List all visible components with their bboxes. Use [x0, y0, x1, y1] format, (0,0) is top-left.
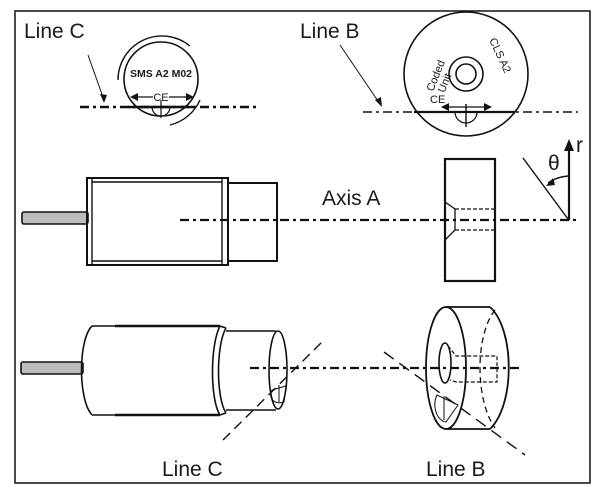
coded-unit-hole-inner [455, 63, 477, 85]
line-c-dashed [222, 341, 323, 441]
coded-unit-countersink [444, 201, 456, 241]
sensing-target-icon [434, 394, 459, 423]
cylinder-back-edge [80, 325, 93, 416]
label-theta: θ [548, 152, 560, 175]
arrow-left-icon [130, 93, 138, 101]
sensor-head-face [268, 330, 288, 410]
coded-unit-side [443, 157, 497, 283]
sensor-face-view: Line C SMS A2 M02 CE [24, 20, 260, 126]
coded-unit-hole-outer [448, 56, 484, 92]
line-b-dashed [383, 351, 526, 456]
cylinder-collar [211, 325, 221, 416]
arrowhead-up-icon [564, 139, 574, 151]
diagram-border [14, 10, 591, 484]
sensor-cable [21, 211, 89, 225]
cls-a2-text: CLS A2 [486, 36, 513, 75]
arrowhead-icon [375, 97, 382, 107]
label-line-c-top: Line C [24, 20, 85, 43]
ce-mark-icon: CE [153, 92, 168, 104]
tilt-line [522, 157, 569, 220]
coded-unit-back-edge [489, 306, 510, 430]
coded-unit-hidden-edge [479, 309, 496, 429]
cylinder-body [92, 325, 220, 416]
label-axis-a: Axis A [322, 187, 380, 210]
arrow-right-icon [484, 103, 492, 111]
coded-unit-hole [438, 342, 452, 384]
label-line-b-top: Line B [300, 20, 360, 43]
arrowhead-icon [546, 178, 555, 186]
line-c-pointer-arrow [87, 54, 105, 101]
sensor-cable [20, 361, 84, 375]
sensor-face-outer-arc [117, 35, 191, 81]
arrow-right-icon [186, 93, 194, 101]
label-line-b-bottom: Line B [426, 458, 486, 481]
label-line-c-bottom: Line C [162, 458, 223, 481]
label-r: r [576, 134, 583, 157]
arrow-left-icon [441, 103, 449, 111]
sensor-face-outer-arc-2 [169, 99, 201, 126]
side-view: Axis A r θ [21, 134, 583, 283]
arrowhead-icon [100, 94, 107, 103]
line-b-pointer-arrow [339, 44, 381, 105]
sensor-head [227, 182, 278, 262]
theta-arc [547, 175, 569, 184]
sensor-model-text: SMS A2 M02 [130, 68, 192, 80]
coded-unit-face-view: Line B Coded Unit CLS A2 CE [300, 11, 578, 137]
threaded-body [86, 177, 229, 266]
coded-unit-circle [403, 11, 529, 137]
ce-mark-icon: CE [430, 94, 445, 106]
isometric-view: Line C Line B [20, 306, 526, 481]
